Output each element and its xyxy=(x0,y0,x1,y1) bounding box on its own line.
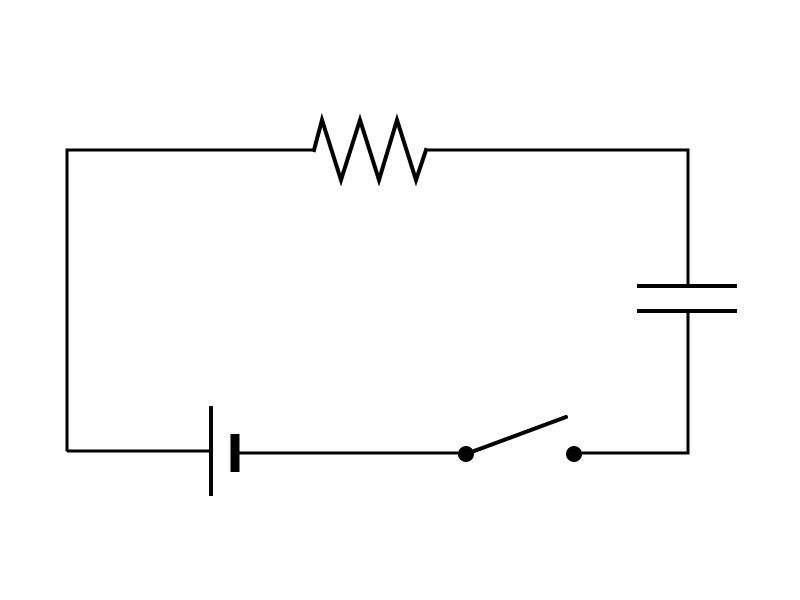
switch-terminal-right xyxy=(566,446,582,462)
wire-top-right xyxy=(424,148,690,288)
wire-top-left xyxy=(65,148,316,452)
battery-icon xyxy=(209,406,240,496)
switch-lever xyxy=(464,415,568,456)
wire-right-bottom xyxy=(572,309,690,455)
switch-icon xyxy=(458,415,582,462)
resistor-icon xyxy=(311,112,429,187)
